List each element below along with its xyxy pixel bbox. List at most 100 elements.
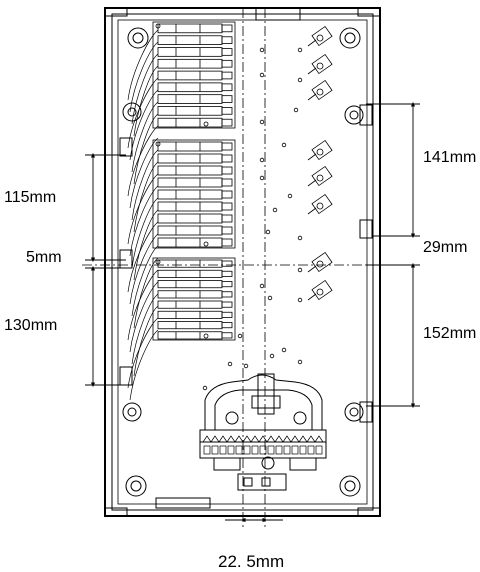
connector-tooth bbox=[234, 435, 244, 443]
screw-hole bbox=[281, 142, 287, 148]
terminal-clamp bbox=[221, 332, 233, 339]
bolt-lead bbox=[307, 153, 317, 161]
terminal-slot bbox=[157, 213, 223, 224]
screw-hole bbox=[227, 361, 233, 367]
terminal-slot bbox=[157, 280, 223, 289]
center-lines bbox=[82, 8, 420, 528]
terminal-clamp bbox=[221, 83, 233, 92]
terminal-slot bbox=[157, 237, 223, 248]
terminal-clamp bbox=[221, 59, 233, 68]
screw-hole bbox=[287, 193, 293, 199]
terminal-clamp bbox=[221, 71, 233, 80]
connector-tooth bbox=[210, 435, 220, 443]
screw-hole bbox=[269, 353, 275, 359]
terminal-clamp bbox=[221, 166, 233, 175]
screw-hole bbox=[237, 333, 243, 339]
connector-tooth bbox=[250, 435, 260, 443]
screw-hole bbox=[265, 229, 271, 235]
connector-pin bbox=[251, 445, 259, 455]
connector-pin bbox=[275, 445, 283, 455]
right-dimension-lines bbox=[366, 101, 420, 409]
terminal-clamp bbox=[221, 238, 233, 247]
dimension-label-left-top: 115mm bbox=[4, 189, 57, 206]
mounting-hole-top-left bbox=[127, 27, 149, 49]
screw-hole bbox=[297, 359, 303, 365]
connector-tooth bbox=[306, 435, 316, 443]
bolt-lead bbox=[307, 179, 317, 187]
screw-hole bbox=[259, 175, 265, 181]
terminal-clamp bbox=[221, 107, 233, 115]
connector-tooth bbox=[290, 435, 300, 443]
terminal-slot bbox=[157, 331, 223, 340]
bolt-lead bbox=[307, 67, 317, 75]
connector-pin bbox=[211, 445, 219, 455]
connector-tooth bbox=[226, 435, 236, 443]
wire bbox=[127, 125, 159, 197]
connector-tooth bbox=[242, 435, 252, 443]
terminal-clamp bbox=[221, 178, 233, 187]
connector-pin bbox=[227, 445, 235, 455]
dimension-label-bottom-width: 22. 5mm bbox=[218, 552, 285, 571]
connector-pin bbox=[259, 445, 267, 455]
block-screw bbox=[155, 23, 161, 29]
screw-holes bbox=[202, 47, 303, 391]
terminal-slot bbox=[157, 153, 223, 164]
dimension-label-right-top: 141mm bbox=[423, 149, 477, 166]
block-screw bbox=[155, 259, 161, 265]
connector-pin bbox=[267, 445, 275, 455]
terminal-clamp bbox=[221, 291, 233, 298]
dimension-label-right-bottom: 152mm bbox=[423, 325, 477, 342]
terminal-block-frame bbox=[152, 139, 236, 249]
bolt-lead bbox=[307, 207, 317, 215]
terminal-slot bbox=[157, 310, 223, 319]
connector-tooth bbox=[218, 435, 228, 443]
wire bbox=[127, 221, 159, 293]
bolt-head bbox=[316, 174, 324, 182]
mounting-hole-bottom-left bbox=[125, 475, 147, 497]
wire bbox=[131, 53, 159, 125]
screw-hole bbox=[293, 107, 299, 113]
wire bbox=[133, 305, 159, 377]
screw-hole bbox=[259, 283, 265, 289]
connector-tooth bbox=[274, 435, 284, 443]
wire bbox=[131, 293, 159, 365]
grounding-bolts bbox=[307, 25, 333, 301]
bolt-lead bbox=[307, 93, 317, 101]
mounting-hole-low-right bbox=[344, 402, 364, 422]
bolt-lead bbox=[307, 265, 317, 273]
screw-hole bbox=[297, 77, 303, 83]
bolt-lead bbox=[307, 39, 317, 47]
wire bbox=[127, 29, 159, 101]
terminal-clamp bbox=[221, 95, 233, 103]
mounting-hole-mid-left bbox=[122, 102, 142, 122]
terminal-clamp bbox=[221, 311, 233, 318]
terminal-slot bbox=[157, 70, 223, 81]
screw-hole bbox=[297, 297, 303, 303]
wire bbox=[127, 77, 159, 149]
bolt-lead bbox=[307, 293, 317, 301]
wire bbox=[129, 137, 159, 209]
wire bbox=[131, 245, 159, 317]
terminal-clamp bbox=[221, 142, 233, 151]
terminal-block-frame bbox=[152, 257, 236, 341]
terminal-slot bbox=[157, 58, 223, 69]
connector-tooth bbox=[266, 435, 276, 443]
bolt-head bbox=[316, 62, 324, 70]
terminal-slot bbox=[157, 117, 223, 128]
connector-pin bbox=[203, 445, 211, 455]
screw-hole bbox=[202, 385, 208, 391]
connector-pin bbox=[219, 445, 227, 455]
block-screw bbox=[203, 121, 209, 127]
terminal-clamp bbox=[221, 281, 233, 288]
screw-hole bbox=[259, 72, 265, 78]
connector-pin bbox=[235, 445, 243, 455]
wire bbox=[133, 257, 159, 329]
block-screw bbox=[203, 333, 209, 339]
wiring-harness bbox=[127, 29, 159, 401]
connector-pin bbox=[307, 445, 315, 455]
connector-pin bbox=[283, 445, 291, 455]
connector-pin bbox=[299, 445, 307, 455]
terminal-clamp bbox=[221, 48, 233, 56]
screw-hole bbox=[297, 235, 303, 241]
